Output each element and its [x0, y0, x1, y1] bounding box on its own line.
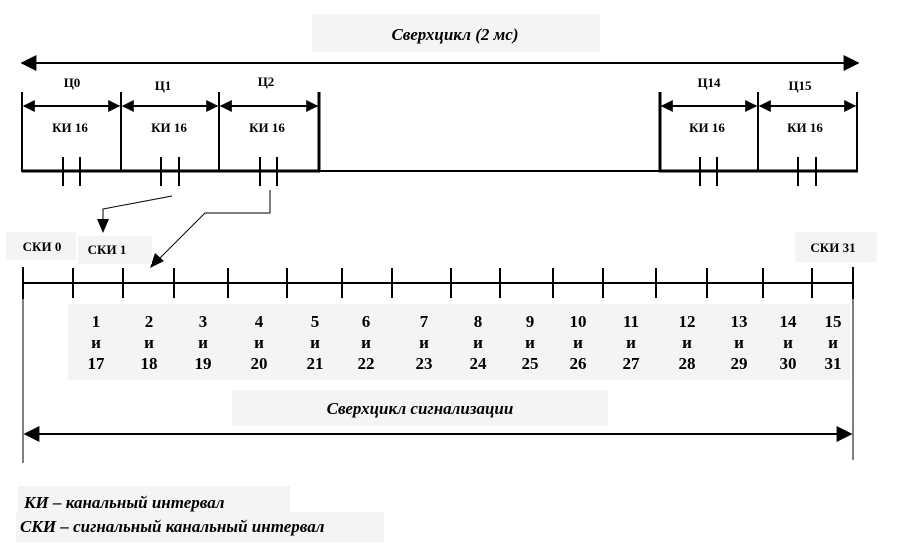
pair-mid: и	[144, 333, 154, 352]
ski-pairs-bg	[68, 304, 850, 380]
pair-bottom: 27	[623, 354, 641, 373]
pair-bottom: 24	[470, 354, 488, 373]
pair-bottom: 17	[88, 354, 106, 373]
arrowhead-icon	[97, 219, 109, 233]
pair-bottom: 26	[570, 354, 587, 373]
frame-name: Ц15	[788, 78, 812, 93]
slot-label: КИ 16	[689, 120, 725, 135]
pair-top: 9	[526, 312, 535, 331]
pair-mid: и	[473, 333, 483, 352]
legend-ski: СКИ – сигнальный канальный интервал	[20, 517, 325, 536]
ski-label-second: СКИ 1	[88, 242, 127, 257]
ski-pairs: 1 и 17 2 и 18 3 и 19 4 и 20 5 и 21 6 и 2…	[88, 312, 842, 373]
pair-top: 13	[731, 312, 748, 331]
pair-top: 7	[420, 312, 429, 331]
slot-label: КИ 16	[52, 120, 88, 135]
ski-label-last: СКИ 31	[810, 240, 855, 255]
ski-label-first: СКИ 0	[23, 239, 62, 254]
pair-top: 8	[474, 312, 483, 331]
pair-top: 15	[825, 312, 842, 331]
axis-ticks	[72, 268, 813, 298]
signaling-title: Сверхцикл сигнализации	[327, 399, 514, 418]
connector-arrow-ski0	[102, 195, 173, 230]
pair-mid: и	[419, 333, 429, 352]
ski0-bg	[6, 232, 76, 260]
ski1-bg	[78, 236, 152, 264]
legend-ki-bg	[18, 486, 290, 512]
pair-mid: и	[254, 333, 264, 352]
pair-top: 5	[311, 312, 320, 331]
pair-mid: и	[682, 333, 692, 352]
connector-arrow-ski1	[154, 190, 271, 264]
pair-top: 6	[362, 312, 371, 331]
pair-bottom: 29	[731, 354, 748, 373]
slot-label: КИ 16	[249, 120, 285, 135]
pair-mid: и	[734, 333, 744, 352]
slot-label: КИ 16	[787, 120, 823, 135]
pair-top: 3	[199, 312, 208, 331]
slot-ticks	[62, 157, 817, 186]
pair-bottom: 30	[780, 354, 797, 373]
superframe-title-bg	[312, 14, 600, 52]
pair-bottom: 31	[825, 354, 842, 373]
pair-bottom: 23	[416, 354, 433, 373]
pair-mid: и	[198, 333, 208, 352]
pair-bottom: 18	[141, 354, 158, 373]
frame-name: Ц0	[64, 75, 81, 90]
pair-mid: и	[573, 333, 583, 352]
pair-mid: и	[783, 333, 793, 352]
pair-top: 1	[92, 312, 101, 331]
pair-top: 2	[145, 312, 154, 331]
pair-bottom: 20	[251, 354, 268, 373]
legend-ki: КИ – канальный интервал	[23, 493, 225, 512]
pair-mid: и	[525, 333, 535, 352]
pair-top: 4	[255, 312, 264, 331]
pair-top: 10	[570, 312, 587, 331]
pair-bottom: 25	[522, 354, 539, 373]
signaling-title-bg	[232, 390, 608, 426]
slot-label: КИ 16	[151, 120, 187, 135]
pair-mid: и	[91, 333, 101, 352]
legend-ski-bg	[16, 512, 384, 542]
pair-top: 12	[679, 312, 696, 331]
frame-name: Ц14	[697, 75, 721, 90]
pair-mid: и	[361, 333, 371, 352]
pair-mid: и	[310, 333, 320, 352]
pair-top: 11	[623, 312, 639, 331]
superframe-title: Сверхцикл (2 мс)	[391, 25, 518, 44]
pair-bottom: 22	[358, 354, 375, 373]
arrowhead-icon	[150, 253, 164, 268]
frame-name: Ц1	[155, 78, 172, 93]
pair-top: 14	[780, 312, 798, 331]
pair-bottom: 28	[679, 354, 696, 373]
pair-bottom: 19	[195, 354, 212, 373]
ski31-bg	[795, 232, 877, 262]
pair-mid: и	[828, 333, 838, 352]
pair-mid: и	[626, 333, 636, 352]
pair-bottom: 21	[307, 354, 324, 373]
frame-name: Ц2	[258, 74, 275, 89]
